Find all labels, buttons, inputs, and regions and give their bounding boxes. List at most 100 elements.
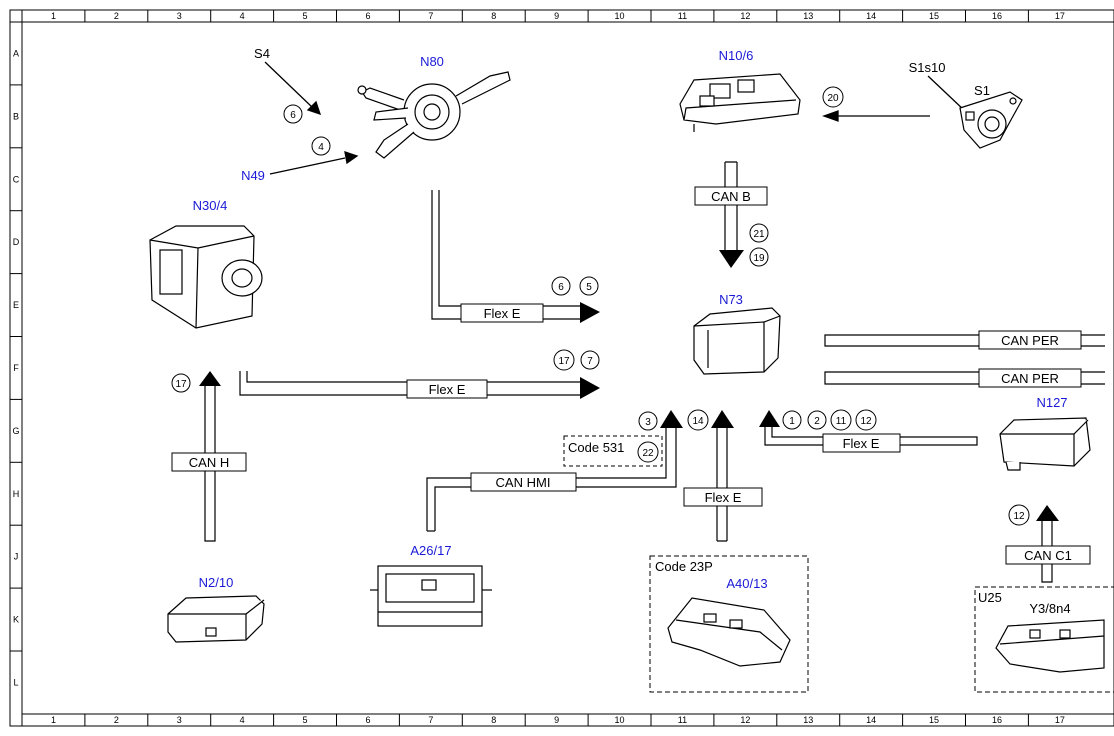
grid-column-label: 10 (615, 11, 625, 21)
label-n127: N127 (1036, 395, 1067, 410)
bus-label-flex-e-top: Flex E (484, 306, 521, 321)
u25-label: U25 (978, 590, 1002, 605)
grid-column-label: 15 (929, 715, 939, 725)
label-n49: N49 (241, 168, 265, 183)
n2-10-module (167, 595, 265, 643)
label-y3-8n4: Y3/8n4 (1029, 601, 1070, 616)
grid-column-label: 11 (678, 715, 687, 725)
grid-row-label: J (14, 552, 19, 562)
grid-column-label: 2 (114, 11, 119, 21)
bus-label-can-hmi: CAN HMI (496, 475, 551, 490)
grid-column-label: 16 (992, 11, 1002, 21)
bus-label-can-per-1: CAN PER (1001, 333, 1059, 348)
grid-column-label: 8 (491, 715, 496, 725)
marker-3: 3 (645, 417, 651, 428)
grid-column-label: 5 (303, 11, 308, 21)
marker-6-flex: 6 (558, 282, 564, 293)
bus-label-can-h: CAN H (189, 455, 229, 470)
grid-column-label: 1 (51, 715, 56, 725)
grid-column-label: 4 (240, 715, 245, 725)
bus-label-can-c1: CAN C1 (1024, 548, 1072, 563)
grid-column-label: 17 (1055, 11, 1065, 21)
marker-12-flex: 12 (860, 416, 872, 427)
grid-column-label: 7 (428, 715, 433, 725)
grid-column-label: 17 (1055, 715, 1065, 725)
code-23p-box (649, 555, 809, 693)
grid-row-label: D (13, 237, 20, 247)
grid-column-label: 10 (615, 715, 625, 725)
label-n30-4: N30/4 (193, 198, 228, 213)
marker-22: 22 (642, 448, 654, 459)
bus-label-flex-e-a40: Flex E (705, 490, 742, 505)
y3-8n4-module (995, 619, 1105, 673)
grid-row-label: K (13, 615, 19, 625)
label-a40-13: A40/13 (726, 576, 767, 591)
grid-row-label: F (13, 363, 19, 373)
grid-column-label: 2 (114, 715, 119, 725)
grid-column-label: 1 (51, 11, 56, 21)
label-a26-17: A26/17 (410, 543, 451, 558)
label-n73: N73 (719, 292, 743, 307)
marker-2: 2 (814, 416, 820, 427)
label-n2-10: N2/10 (199, 575, 234, 590)
marker-7-flex: 7 (587, 356, 593, 367)
marker-17-can-h: 17 (175, 379, 187, 390)
a40-13-module (667, 597, 791, 667)
marker-21: 21 (753, 229, 765, 240)
grid-column-label: 3 (177, 715, 182, 725)
bus-label-flex-e-n127: Flex E (843, 436, 880, 451)
grid-column-label: 5 (303, 715, 308, 725)
code-531-label: Code 531 (568, 440, 624, 455)
grid-column-label: 11 (678, 11, 687, 21)
label-n80: N80 (420, 54, 444, 69)
grid-column-label: 9 (554, 11, 559, 21)
s1-ignition-switch (959, 91, 1023, 149)
n73-ignition-unit (693, 307, 781, 375)
grid-row-label: G (12, 426, 19, 436)
grid-column-label: 12 (740, 715, 750, 725)
code-531-box (563, 435, 663, 467)
grid-column-label: 14 (866, 715, 876, 725)
label-n10-6: N10/6 (719, 48, 754, 63)
label-s1s10: S1s10 (909, 60, 946, 75)
grid-row-label: C (13, 174, 20, 184)
marker-1: 1 (789, 416, 795, 427)
grid-row-label: A (13, 48, 19, 58)
u25-box (974, 586, 1114, 693)
grid-column-label: 14 (866, 11, 876, 21)
grid-layer: 1122334455667788991010111112121313141415… (10, 10, 1065, 726)
marker-14: 14 (692, 416, 704, 427)
marker-20: 20 (827, 93, 839, 104)
marker-17-flex: 17 (558, 356, 570, 367)
grid-row-label: B (13, 111, 19, 121)
bus-label-flex-e-mid: Flex E (429, 382, 466, 397)
grid-column-label: 12 (740, 11, 750, 21)
grid-column-label: 3 (177, 11, 182, 21)
grid-row-label: L (13, 677, 18, 687)
grid-column-label: 6 (365, 11, 370, 21)
grid-column-label: 9 (554, 715, 559, 725)
label-s4: S4 (254, 46, 270, 61)
marker-5-flex: 5 (586, 282, 592, 293)
marker-19: 19 (753, 253, 765, 264)
grid-row-label: E (13, 300, 19, 310)
grid-column-label: 7 (428, 11, 433, 21)
grid-column-label: 4 (240, 11, 245, 21)
label-s1: S1 (974, 83, 990, 98)
marker-12-can-c1: 12 (1013, 511, 1025, 522)
n80-steering-column-switch (357, 71, 511, 159)
marker-4-n49: 4 (318, 142, 324, 153)
a26-17-head-unit (370, 565, 492, 627)
code-23p-label: Code 23P (655, 559, 713, 574)
n10-6-module (679, 73, 801, 132)
grid-column-label: 13 (803, 715, 813, 725)
marker-6-s4: 6 (290, 110, 296, 121)
grid-column-label: 13 (803, 11, 813, 21)
diagram-frame (9, 9, 1114, 727)
grid-column-label: 6 (365, 715, 370, 725)
grid-row-label: H (13, 489, 20, 499)
bus-label-can-per-2: CAN PER (1001, 371, 1059, 386)
bus-label-can-b: CAN B (711, 189, 751, 204)
n30-4-esp-unit (149, 225, 263, 329)
